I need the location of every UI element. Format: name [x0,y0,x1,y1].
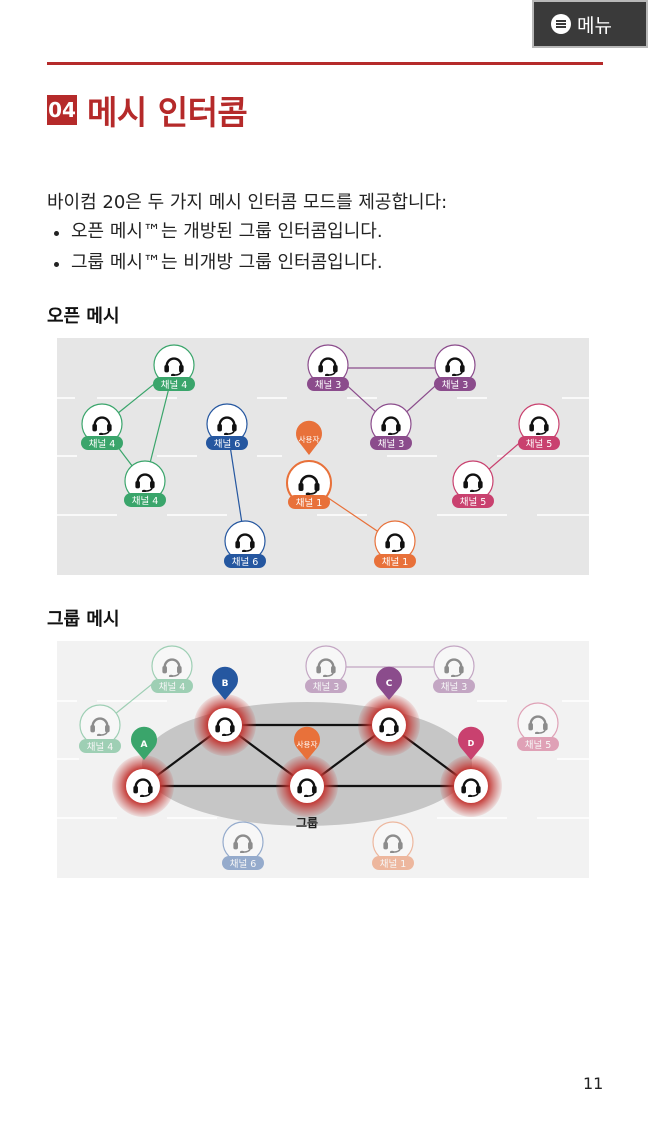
section-title: 04 메시 인터콤 [47,86,248,134]
headset-node-channel-5: 채널 5 [452,460,494,508]
header-rule [47,62,603,65]
headset-node-channel-3: 채널 3 [370,403,412,450]
headset-node-channel-6: 채널 6 [222,821,264,870]
svg-text:채널 3: 채널 3 [378,439,405,450]
svg-text:채널 5: 채널 5 [525,740,552,751]
menu-label: 메뉴 [577,14,612,37]
menu-icon [551,14,571,34]
svg-text:D: D [468,739,475,748]
open-mesh-diagram: 채널 4 채널 4 채널 4 채널 6 채널 6 채널 3 채널 3 [57,338,589,575]
group-member-c [358,694,420,756]
group-mesh-heading: 그룹 메시 [47,609,120,630]
svg-text:채널 1: 채널 1 [382,557,409,568]
list-item: 오픈 메시™는 개방된 그룹 인터콤입니다. [47,219,383,250]
svg-text:채널 3: 채널 3 [313,682,340,693]
headset-node-channel-3: 채널 3 [434,344,476,391]
lane-markings [57,700,589,819]
headset-node-channel-4: 채널 4 [81,403,123,450]
svg-text:채널 4: 채널 4 [87,742,114,753]
headset-node-channel-4: 채널 4 [79,704,121,753]
headset-node-channel-3: 채널 3 [305,645,347,693]
svg-text:채널 1: 채널 1 [296,498,323,509]
member-pin-c: C [376,666,402,700]
headset-node-channel-5: 채널 5 [518,403,560,450]
group-member-d [440,755,502,817]
svg-text:채널 1: 채널 1 [380,859,407,870]
svg-text:채널 3: 채널 3 [441,682,468,693]
svg-text:채널 4: 채널 4 [161,380,188,391]
open-mesh-heading: 오픈 메시 [47,306,120,327]
headset-node-channel-3: 채널 3 [307,344,349,391]
svg-text:사용자: 사용자 [299,435,320,444]
group-member-user [276,755,338,817]
group-mesh-diagram: 채널 4 채널 4 채널 3 채널 3 채널 5 [57,641,589,878]
svg-text:C: C [386,679,393,689]
user-location-pin: 사용자 [294,726,320,760]
svg-text:채널 6: 채널 6 [230,859,257,870]
svg-text:채널 5: 채널 5 [460,497,487,508]
member-pin-b: B [212,666,238,700]
svg-text:A: A [141,740,148,750]
user-location-pin: 사용자 [296,420,322,455]
headset-node-channel-5: 채널 5 [517,702,559,751]
svg-text:채널 4: 채널 4 [159,682,186,693]
intro-text: 바이컴 20은 두 가지 메시 인터콤 모드를 제공합니다: [47,192,448,213]
headset-node-channel-6: 채널 6 [206,403,248,450]
headset-node-channel-1: 채널 1 [374,520,416,568]
svg-text:채널 4: 채널 4 [89,439,116,450]
svg-text:채널 6: 채널 6 [232,557,259,568]
headset-node-channel-6: 채널 6 [224,520,266,568]
svg-text:채널 5: 채널 5 [526,439,553,450]
svg-text:채널 3: 채널 3 [315,380,342,391]
svg-text:B: B [222,679,229,689]
group-member-a [112,755,174,817]
headset-node-channel-4: 채널 4 [153,344,195,391]
member-pin-a: A [131,726,157,760]
svg-text:사용자: 사용자 [297,740,318,749]
section-number: 04 [47,95,77,125]
faded-nodes: 채널 4 채널 4 채널 3 채널 3 채널 5 [79,645,559,870]
headset-node-user-channel-1: 채널 1 [286,460,332,509]
headset-node-channel-4: 채널 4 [124,460,166,507]
headset-node-channel-3: 채널 3 [433,645,475,693]
group-label: 그룹 [296,815,318,830]
headset-node-channel-4: 채널 4 [151,645,193,693]
svg-text:채널 3: 채널 3 [442,380,469,391]
group-member-b [194,694,256,756]
list-item: 그룹 메시™는 비개방 그룹 인터콤입니다. [47,250,383,281]
svg-text:채널 4: 채널 4 [132,496,159,507]
member-pin-d: D [458,726,484,760]
bullet-list: 오픈 메시™는 개방된 그룹 인터콤입니다. 그룹 메시™는 비개방 그룹 인터… [47,219,383,281]
menu-button[interactable]: 메뉴 [532,0,648,48]
svg-text:채널 6: 채널 6 [214,439,241,450]
section-title-text: 메시 인터콤 [87,93,248,132]
page-number: 11 [583,1074,604,1093]
headset-node-channel-1: 채널 1 [372,821,414,870]
